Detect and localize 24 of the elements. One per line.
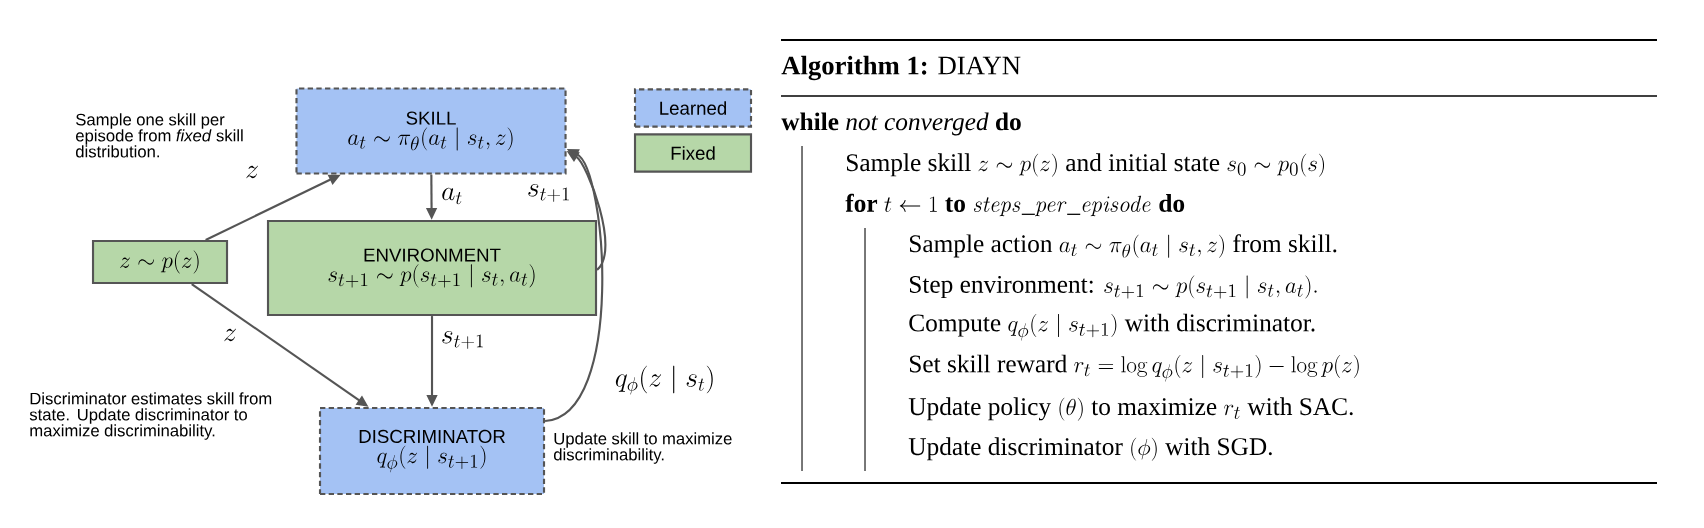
- algorithm-line: $\text{Set skill reward } r_t = \log q_\phi(z \mid s_{t+1}) - \log p(z)$: [909, 354, 1359, 382]
- edge-label: $a_t$: [442, 187, 462, 205]
- algorithm-line: while not converged do: [781, 112, 1021, 136]
- edge-label: $z$: [224, 328, 236, 342]
- arrow: [544, 149, 604, 422]
- annotation: Sample one skill per episode from fixed skill distribution.: [76, 113, 243, 158]
- algorithm-line: $\text{Update discriminator } (\phi) \text{ with SGD.}$: [908, 437, 1272, 461]
- algorithm-line: $\text{Sample action } a_t \sim \pi_\theta(a_t \mid s_t, z) \text{ from skill.}$: [909, 234, 1337, 258]
- process-box: SKILL $a_t \sim \pi_\theta(a_t \mid s_t, z)$: [295, 87, 567, 175]
- algorithm-line: $\text{Sample skill } z \sim p(z) \text{ and initial state } s_0 \sim p_0(s)$: [846, 153, 1324, 177]
- process-box: DISCRIMINATOR $q_\phi(z \mid s_{t+1})$: [318, 406, 546, 496]
- algorithm-line: $\text{Step environment: } s_{t+1} \sim p(s_{t+1} \mid s_t, a_t).$: [909, 275, 1317, 299]
- algorithm-line: $\textbf{for } t \leftarrow 1 \textbf{ to } \mathit{steps\_per\_episode} \textbf{ do}$: [845, 193, 1185, 217]
- process-box: ENVIRONMENT $s_{t+1} \sim p(s_{t+1} \mid s_t, a_t)$: [266, 219, 598, 317]
- annotation: Discriminator estimates skill from state. Update discriminator to maximize discriminability.: [29, 392, 272, 440]
- input-box: $z \sim p(z)$: [91, 239, 229, 285]
- annotation: Update skill to maximize discriminability.: [553, 432, 732, 464]
- algorithm-title: Algorithm 1: DIAYN: [781, 55, 1021, 81]
- edge-label: $s_{t+1}$: [528, 183, 569, 202]
- edge-label: $z$: [246, 165, 258, 179]
- edge-label: $s_{t+1}$: [442, 330, 483, 349]
- algorithm-line: $\text{Update policy } (\theta) \text{ to maximize } r_t \text{ with SAC.}$: [908, 397, 1353, 421]
- edge-label: $q_\phi(z \mid s_t)$: [615, 365, 713, 395]
- algorithm-line: $\text{Compute } q_\phi(z \mid s_{t+1}) \text{ with discriminator.}$: [909, 313, 1315, 341]
